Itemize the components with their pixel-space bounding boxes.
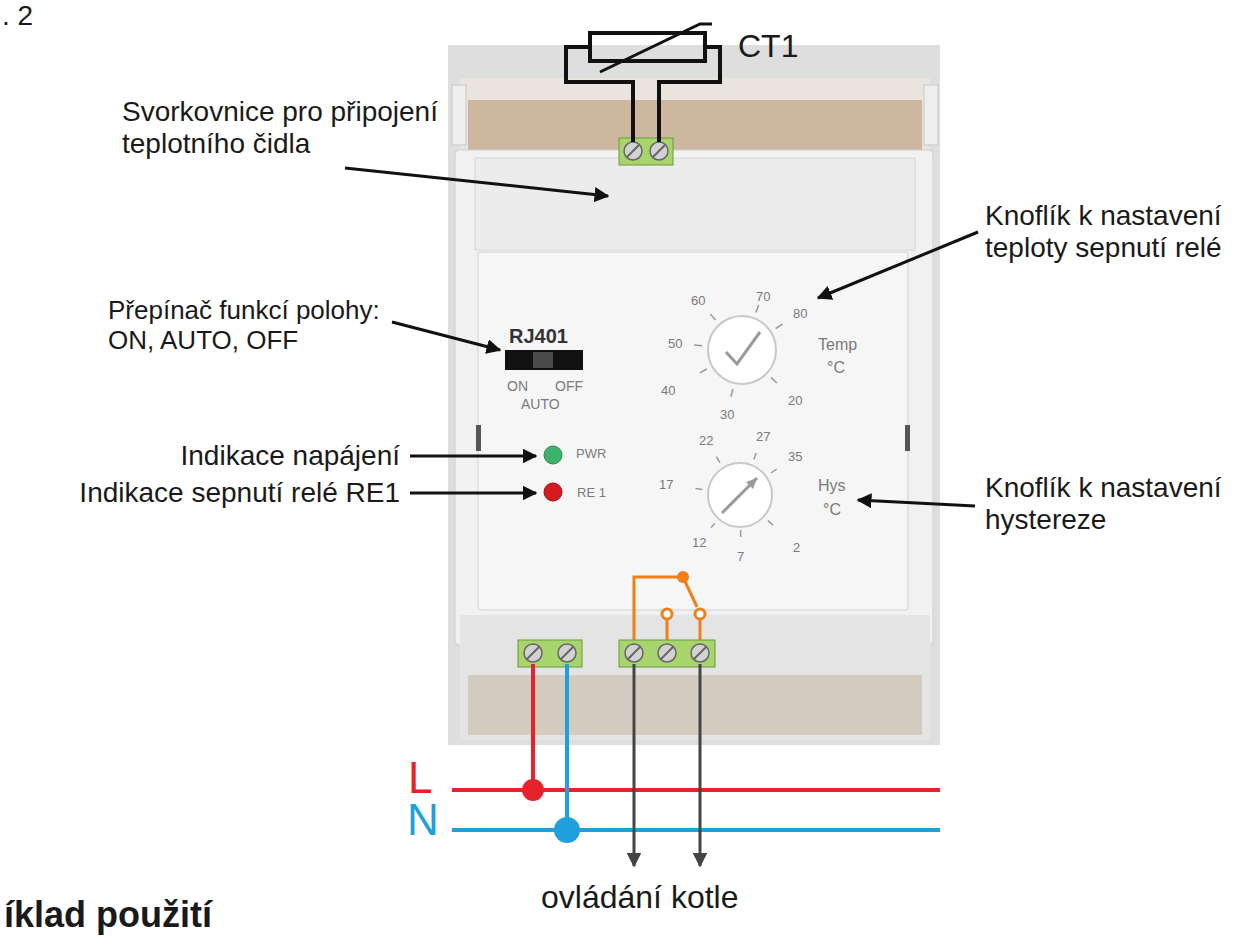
junction-dot — [522, 779, 544, 801]
dial-unit: °C — [823, 502, 841, 518]
dial-name: Temp — [818, 337, 857, 353]
switch-position: OFF — [555, 379, 583, 393]
hysteresis-knob — [708, 463, 772, 527]
sensor-wire — [659, 47, 720, 142]
dial-value: 30 — [720, 408, 734, 421]
knob-pointer — [722, 478, 757, 513]
housing-step — [475, 158, 915, 250]
callout-text: Indikace sepnutí relé RE1 — [0, 477, 400, 509]
relay-lead — [666, 619, 669, 643]
dial-value: 35 — [788, 450, 802, 463]
screw — [650, 142, 668, 160]
model-name: RJ401 — [509, 326, 568, 346]
output-wire — [633, 664, 636, 866]
screws — [524, 644, 709, 662]
relay-contact — [695, 609, 705, 619]
switch-position: ON — [507, 379, 528, 393]
junction-dot — [554, 817, 580, 843]
output-wire — [699, 664, 702, 866]
neutral-line — [452, 828, 940, 832]
live-label: L — [408, 756, 432, 800]
dial-value: 60 — [691, 294, 705, 307]
dial-value: 80 — [793, 307, 807, 320]
callout-text: Knoflík k nastavení hystereze — [985, 472, 1247, 536]
callout-text: Indikace napájení — [0, 440, 400, 472]
switch-knob — [533, 352, 553, 368]
dial-value: 12 — [692, 536, 706, 549]
back-plate — [448, 45, 940, 745]
din-clip — [452, 85, 466, 145]
callout-text: Knoflík k nastavení teploty sepnutí relé — [985, 200, 1247, 264]
live-wire — [531, 664, 535, 790]
leader-arrow — [410, 492, 536, 495]
terminal-block — [619, 640, 715, 667]
relay-blade — [683, 577, 697, 607]
relay-common — [634, 577, 683, 643]
dial-value: 7 — [737, 550, 744, 563]
bottom-module — [460, 615, 930, 740]
bottom-shadow — [468, 675, 922, 735]
neutral-label: N — [407, 798, 439, 842]
relay-led — [544, 483, 562, 501]
screw-slot — [653, 145, 665, 157]
knob-pointer — [726, 332, 760, 364]
relay-lead — [699, 619, 702, 643]
terminal-block — [619, 138, 673, 165]
leader-arrow — [345, 168, 608, 196]
screw-slot — [627, 145, 639, 157]
leader-arrow — [392, 322, 500, 350]
figure-number: . 2 — [2, 0, 33, 32]
front-panel — [478, 252, 908, 610]
led-name: RE 1 — [577, 486, 606, 499]
temperature-knob — [708, 316, 776, 384]
terminal-block — [518, 640, 582, 667]
groove — [905, 425, 910, 451]
callout-text: Svorkovnice pro připojení teplotního čid… — [122, 96, 482, 160]
sensor-wire — [566, 47, 633, 142]
leader-arrow — [410, 455, 536, 458]
dial-value: 27 — [756, 430, 770, 443]
sensor-label: CT1 — [738, 28, 798, 65]
thermistor-slash — [600, 24, 712, 72]
dial-ticks — [694, 305, 782, 397]
led-name: PWR — [576, 447, 606, 460]
screw — [624, 142, 642, 160]
section-heading: íklad použití — [4, 894, 212, 935]
groove — [476, 425, 481, 451]
dial-name: Hys — [818, 478, 846, 494]
thermistor-symbol — [590, 33, 705, 61]
power-led — [544, 446, 562, 464]
din-clip — [924, 85, 938, 145]
dial-value: 22 — [699, 434, 713, 447]
leader-arrow — [858, 500, 975, 506]
dial-ticks — [696, 453, 777, 537]
dial-value: 17 — [659, 478, 673, 491]
dial-value: 70 — [756, 290, 770, 303]
output-label: ovládání kotle — [541, 881, 738, 913]
dial-value: 40 — [661, 384, 675, 397]
top-shadow — [468, 100, 922, 155]
callout-text: Přepínač funkcí polohy: ON, AUTO, OFF — [108, 296, 408, 356]
knob-pointer-head — [746, 478, 757, 489]
dial-unit: °C — [827, 360, 845, 376]
dial-value: 2 — [793, 541, 800, 554]
dial-value: 20 — [788, 394, 802, 407]
relay-contact — [662, 609, 672, 619]
neutral-wire — [565, 664, 569, 830]
leader-arrow — [818, 232, 978, 298]
switch-position: AUTO — [521, 397, 560, 411]
dial-value: 50 — [668, 337, 682, 350]
function-switch — [505, 350, 583, 370]
housing — [455, 150, 933, 645]
